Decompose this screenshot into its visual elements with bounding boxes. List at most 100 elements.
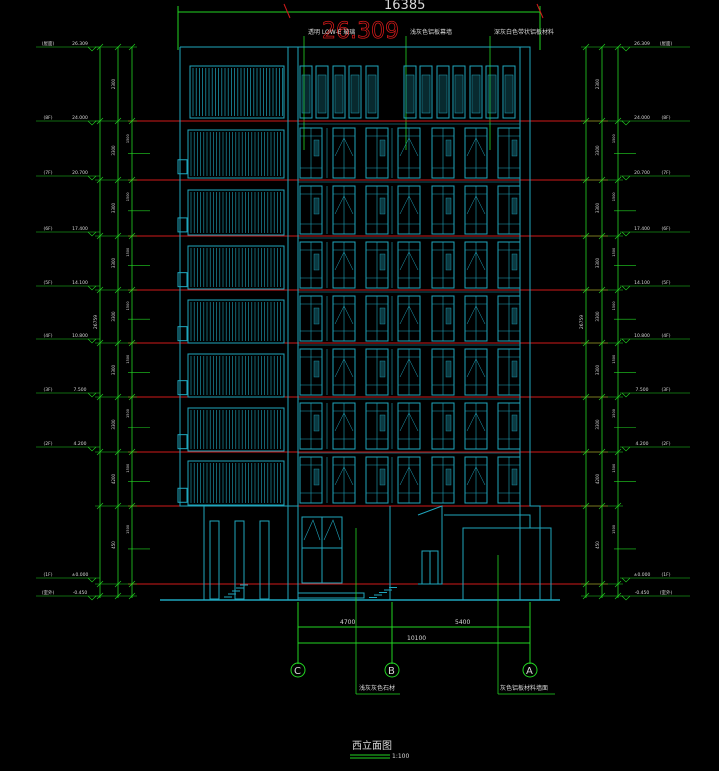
window-vent <box>445 468 452 486</box>
dim-slash <box>614 448 622 456</box>
dim-slash <box>598 502 606 510</box>
storey-dim: 3300 <box>595 419 600 430</box>
floor-label: (4F) <box>44 333 53 339</box>
floor-label: (7F) <box>662 170 671 176</box>
dim-slash <box>582 502 590 510</box>
floor-label: (2F) <box>662 441 671 447</box>
storey-dim: 3300 <box>595 145 600 156</box>
right-dimension-chain: (屋面)26.309(8F)24.000(7F)20.700(6F)17.400… <box>579 41 690 601</box>
overall-dimension: 16385 26.309 <box>177 0 544 50</box>
level-marker <box>621 392 631 398</box>
window-dim: 1500 <box>612 248 616 257</box>
elevation-value: 20.700 <box>634 170 650 176</box>
dim-slash <box>598 176 606 184</box>
dim-slash <box>96 286 104 294</box>
storey-dim: 3300 <box>111 145 116 156</box>
level-marker <box>621 120 631 126</box>
window-dim: 1500 <box>126 134 130 143</box>
floor-label: (屋面) <box>660 41 673 47</box>
dim-slash <box>598 580 606 588</box>
floor-label: (6F) <box>44 226 53 232</box>
window-dim: 1500 <box>612 301 616 310</box>
dim-slash <box>598 117 606 125</box>
drawing-scale: 1:100 <box>392 753 409 760</box>
window-opening-mark <box>399 466 419 486</box>
dim-slash <box>614 286 622 294</box>
dim-slash <box>96 502 104 510</box>
level-marker <box>621 46 631 52</box>
ac-unit <box>177 272 188 288</box>
window-opening-mark <box>399 137 419 157</box>
dim-slash <box>114 393 122 401</box>
parapet-pattern <box>350 74 360 114</box>
window-dim: 1500 <box>126 301 130 310</box>
window-dim: 1500 <box>612 525 616 534</box>
callout-stone: 浅灰灰色石材 <box>359 684 395 692</box>
parapet-panel <box>315 65 329 119</box>
dim-slash <box>128 176 136 184</box>
window-opening-mark <box>334 137 354 157</box>
level-marker <box>621 577 631 583</box>
window-vent <box>445 360 452 378</box>
dim-slash <box>96 580 104 588</box>
parapet-pattern <box>487 74 497 114</box>
dim-slash <box>114 117 122 125</box>
window-dim: 1500 <box>612 464 616 473</box>
window-vent <box>313 414 320 432</box>
elevation-value: -0.450 <box>635 590 650 596</box>
window-opening-mark <box>399 251 419 271</box>
level-marker <box>621 595 631 601</box>
dim-slash <box>614 339 622 347</box>
axis-b: B <box>388 666 395 677</box>
dim-slash <box>598 43 606 51</box>
floor-label: (2F) <box>44 441 53 447</box>
window-vent <box>445 253 452 271</box>
ac-unit <box>177 217 188 233</box>
entrance-step <box>297 592 365 599</box>
parapet-panel <box>469 65 483 119</box>
window-vent <box>379 307 386 325</box>
dim-slash <box>96 43 104 51</box>
dim-slash <box>128 117 136 125</box>
level-marker <box>87 120 97 126</box>
window-dim: 1500 <box>126 192 130 201</box>
parapet-panel <box>299 65 313 119</box>
dim-slash <box>128 43 136 51</box>
window-vent <box>511 139 518 157</box>
window-opening-mark <box>399 195 419 215</box>
level-marker <box>87 595 97 601</box>
window-vent <box>379 360 386 378</box>
window-vent <box>511 414 518 432</box>
window-dim: 1500 <box>126 355 130 364</box>
window-opening-mark <box>399 305 419 325</box>
parapet-panel <box>365 65 379 119</box>
elevation-value: ±0.000 <box>634 572 651 578</box>
parapet-panel <box>502 65 516 119</box>
dim-slash <box>96 117 104 125</box>
storey-dim: 2300 <box>111 78 116 89</box>
floor-label: (5F) <box>662 280 671 286</box>
window-vent <box>313 253 320 271</box>
window-opening-mark <box>466 195 486 215</box>
ground-pillar <box>234 520 245 600</box>
level-marker <box>87 446 97 452</box>
dim-slash <box>96 448 104 456</box>
window-vent <box>445 307 452 325</box>
floor-label: (室外) <box>42 589 55 596</box>
dim-slash <box>114 502 122 510</box>
left-dimension-chain: (屋面)26.309(8F)24.000(7F)20.700(6F)17.400… <box>36 41 150 601</box>
floor-label: (屋面) <box>42 41 55 47</box>
floor-label: (室外) <box>660 589 673 596</box>
storey-dim: 2300 <box>595 78 600 89</box>
level-marker <box>87 392 97 398</box>
dim-slash <box>582 393 590 401</box>
floor-label: (1F) <box>44 572 53 578</box>
dim-slash <box>128 592 136 600</box>
level-marker <box>621 446 631 452</box>
callout-panel: 浅灰色铝板幕墙 <box>410 28 452 36</box>
dim-slash <box>614 176 622 184</box>
dim-slash <box>114 232 122 240</box>
dim-slash <box>598 448 606 456</box>
dim-slash <box>614 43 622 51</box>
elevation-value: 20.700 <box>72 170 88 176</box>
